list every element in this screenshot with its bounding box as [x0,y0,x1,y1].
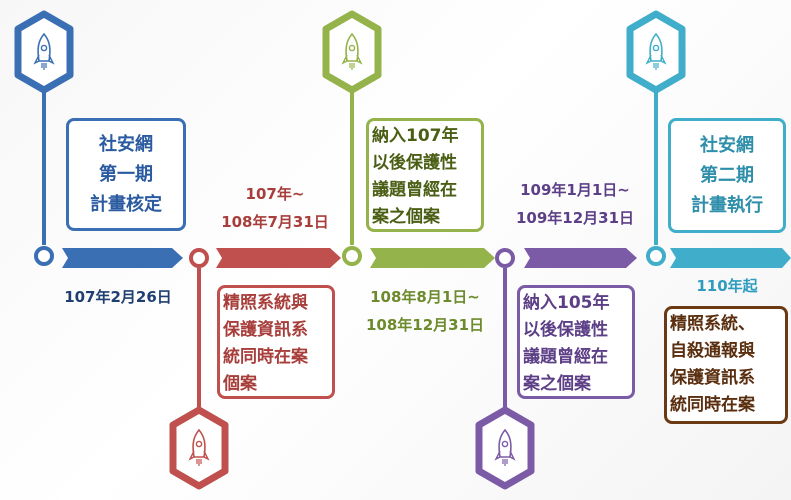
box-line: 自殺通報與 [670,341,755,361]
date-line: 109年1月1日~ [520,181,630,199]
arrow-segment-red [216,248,341,268]
box-line: 保護資訊系 [670,368,755,388]
box-line: 社安網 [700,134,754,156]
arrow-segment-blue [62,248,183,268]
milestone-pin-4 [475,248,535,490]
box-line: 第二期 [700,164,754,186]
box-line: 計畫核定 [90,193,162,215]
milestone-pin-3 [322,10,382,266]
milestone-date-3: 108年8月1日~ 108年12月31日 [350,283,500,339]
timeline-arrows [62,248,791,268]
milestone-pin-1 [14,10,74,266]
date-line: 108年8月1日~ [370,288,480,306]
milestone-pin-2 [169,248,229,490]
date-line: 108年12月31日 [365,316,485,334]
milestone-box-3: 納入107年 以後保護性 議題曾經在 案之個案 [366,118,484,232]
box-line: 納入105年 [523,293,610,313]
box-line: 議題曾經在 [523,347,608,367]
milestone-box-4: 納入105年 以後保護性 議題曾經在 案之個案 [517,285,635,399]
arrow-segment-green [370,248,495,268]
milestone-date-2: 107年~ 108年7月31日 [200,180,350,236]
milestone-date-4: 109年1月1日~ 109年12月31日 [500,176,650,232]
box-line: 個案 [223,374,257,394]
milestone-box-6: 精照系統、 自殺通報與 保護資訊系 統同時在案 [664,306,788,424]
milestone-box-5: 社安網 第二期 計畫執行 [668,118,786,233]
box-line: 案之個案 [523,374,591,394]
box-line: 以後保護性 [372,153,457,173]
box-line: 精照系統與 [223,293,308,313]
box-line: 納入107年 [372,126,459,146]
box-line: 社安網 [99,133,153,155]
arrow-segment-cyan [670,248,791,268]
box-line: 以後保護性 [523,320,608,340]
milestone-date-6: 110年起 [696,277,758,295]
box-line: 統同時在案 [223,347,308,367]
box-line: 案之個案 [372,207,440,227]
milestone-date-1: 107年2月26日 [64,288,172,306]
milestone-pin-5 [626,10,686,266]
box-line: 第一期 [99,163,153,185]
box-line: 精照系統、 [670,314,755,334]
milestone-box-1: 社安網 第一期 計畫核定 [66,118,186,231]
arrow-segment-purple [524,248,637,268]
box-line: 計畫執行 [691,194,763,216]
date-line: 109年12月31日 [515,209,635,227]
date-line: 107年~ [245,185,305,203]
milestone-box-2: 精照系統與 保護資訊系 統同時在案 個案 [217,285,335,399]
date-line: 108年7月31日 [221,213,329,231]
box-line: 議題曾經在 [372,180,457,200]
box-line: 保護資訊系 [223,320,308,340]
box-line: 統同時在案 [670,395,755,415]
